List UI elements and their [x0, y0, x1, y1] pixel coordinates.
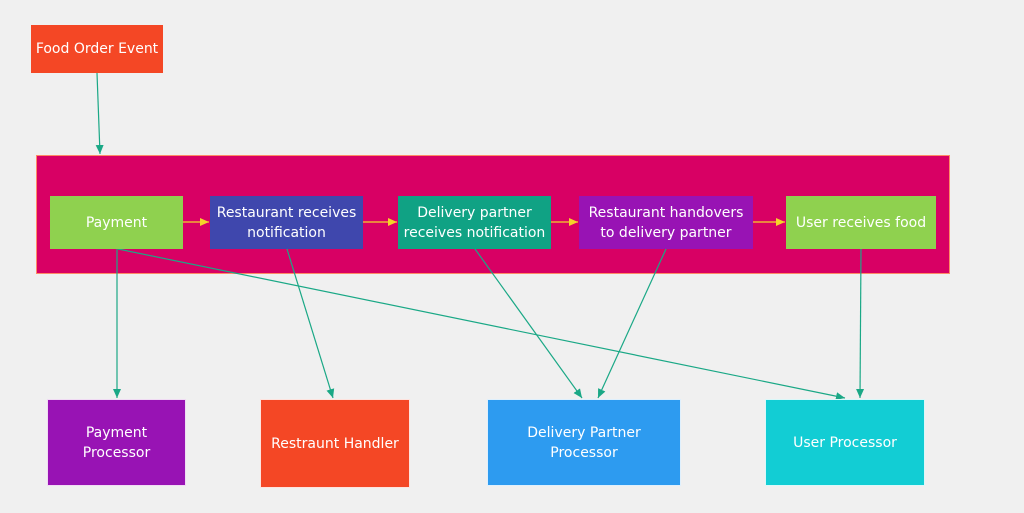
- node-label: User Processor: [793, 434, 897, 451]
- node-label: Restraunt Handler: [271, 435, 399, 452]
- node-label: Payment Processor: [82, 424, 151, 461]
- node-label: Restaurant receives notification: [216, 204, 357, 241]
- node-label: Delivery Partner Processor: [527, 424, 641, 461]
- edge-event-to-group: [95, 72, 104, 155]
- node-label: Restaurant handovers to delivery partner: [588, 204, 744, 241]
- node-restaurant-notification[interactable]: Restaurant receives notification: [210, 196, 363, 249]
- node-label: User receives food: [795, 214, 927, 231]
- node-label: Food Order Event: [35, 41, 159, 57]
- node-handover[interactable]: Restaurant handovers to delivery partner: [579, 196, 753, 249]
- node-delivery-partner-processor[interactable]: Delivery Partner Processor: [487, 399, 681, 486]
- node-label: Payment: [85, 214, 148, 231]
- node-food-order-event[interactable]: Food Order Event: [31, 25, 163, 73]
- node-user-receives-food[interactable]: User receives food: [786, 196, 936, 249]
- node-payment[interactable]: Payment: [50, 196, 183, 249]
- node-delivery-notification[interactable]: Delivery partner receives notification: [398, 196, 551, 249]
- node-restaurant-handler[interactable]: Restraunt Handler: [260, 399, 410, 488]
- node-label: Delivery partner receives notification: [403, 204, 546, 241]
- node-user-processor[interactable]: User Processor: [765, 399, 925, 486]
- node-payment-processor[interactable]: Payment Processor: [47, 399, 186, 486]
